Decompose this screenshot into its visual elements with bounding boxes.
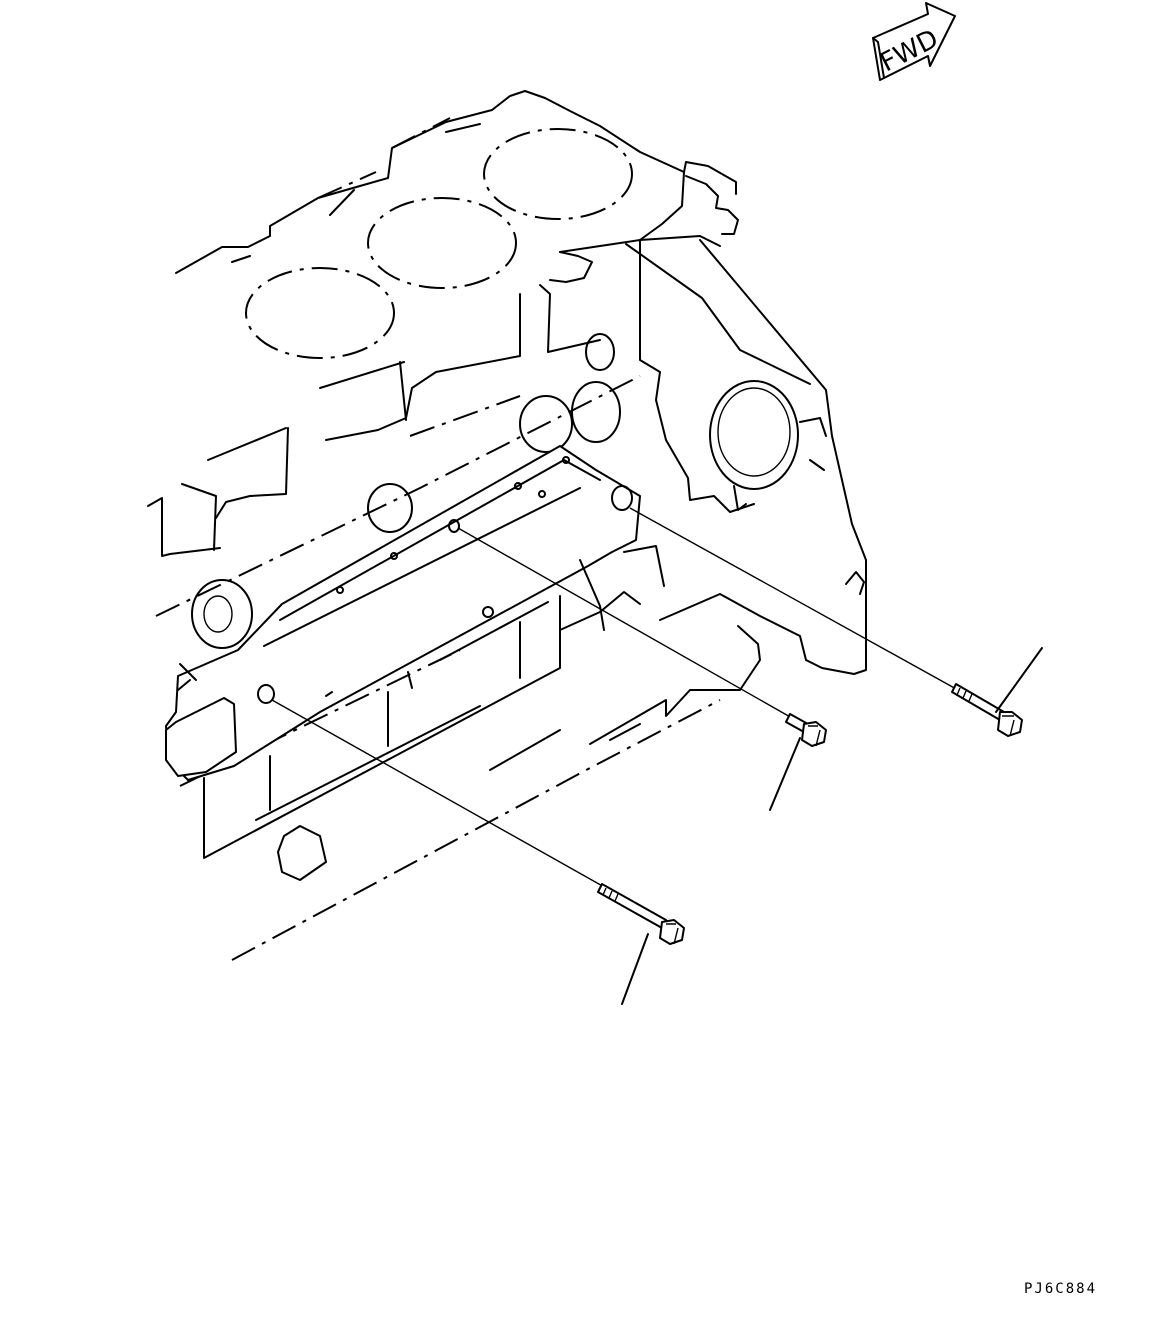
engine-block: [147, 90, 867, 961]
leader-line-upper: [629, 507, 959, 691]
callout-leader-lower: [621, 933, 649, 1005]
leader-line-middle: [457, 527, 793, 719]
callout-leader-middle: [769, 737, 801, 811]
long-flange-bolt-upper-icon: [951, 683, 1023, 737]
bolt-assembly: [271, 507, 1043, 1005]
leader-line-lower: [271, 699, 607, 889]
long-flange-bolt-lower-icon: [597, 883, 685, 945]
callout-leader-upper: [995, 647, 1043, 713]
drawing-code: PJ6C884: [1024, 1281, 1098, 1297]
short-flange-bolt-icon: [785, 713, 827, 747]
forward-arrow-icon: FWD: [872, 2, 956, 81]
